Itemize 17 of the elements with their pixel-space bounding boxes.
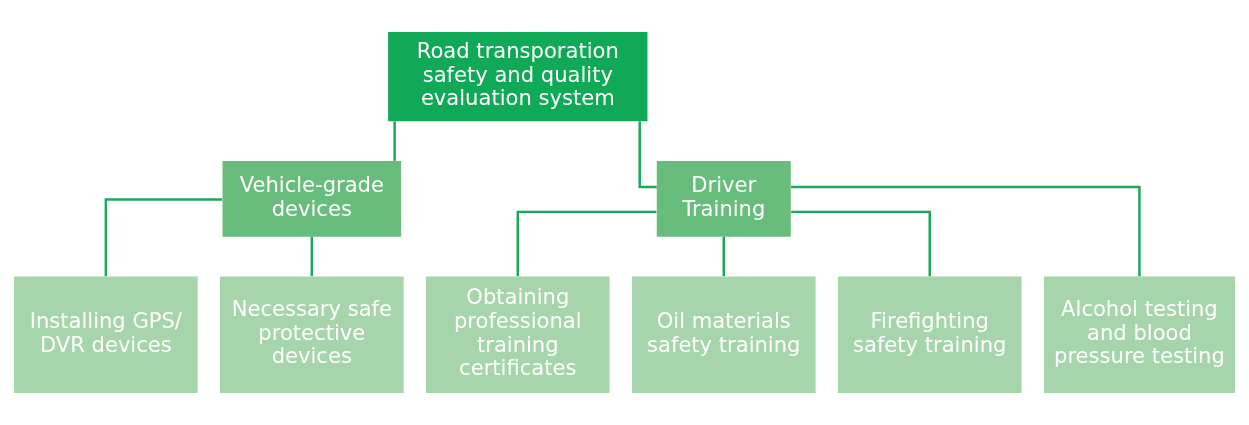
- connector: [516, 210, 657, 277]
- connector: [310, 236, 314, 277]
- node-box: Obtaining professional training certificates: [425, 276, 610, 394]
- connector: [722, 236, 725, 277]
- connector: [791, 185, 1141, 277]
- node-box: Vehicle-grade devices: [222, 161, 402, 237]
- node-box: Alcohol testing and blood pressure testing: [1043, 276, 1235, 394]
- node-box: Installing GPS/ DVR devices: [14, 276, 198, 394]
- node-box: Firefighting safety training: [837, 276, 1022, 394]
- connector: [104, 198, 223, 277]
- node-box: Road transporation safety and quality evaluation system: [388, 31, 648, 122]
- node-box: Oil materials safety training: [631, 276, 816, 394]
- connector: [791, 210, 931, 277]
- connector: [638, 121, 657, 189]
- connector: [393, 121, 396, 161]
- node-box: Necessary safe protective devices: [220, 276, 404, 394]
- node-box: Driver Training: [656, 161, 791, 237]
